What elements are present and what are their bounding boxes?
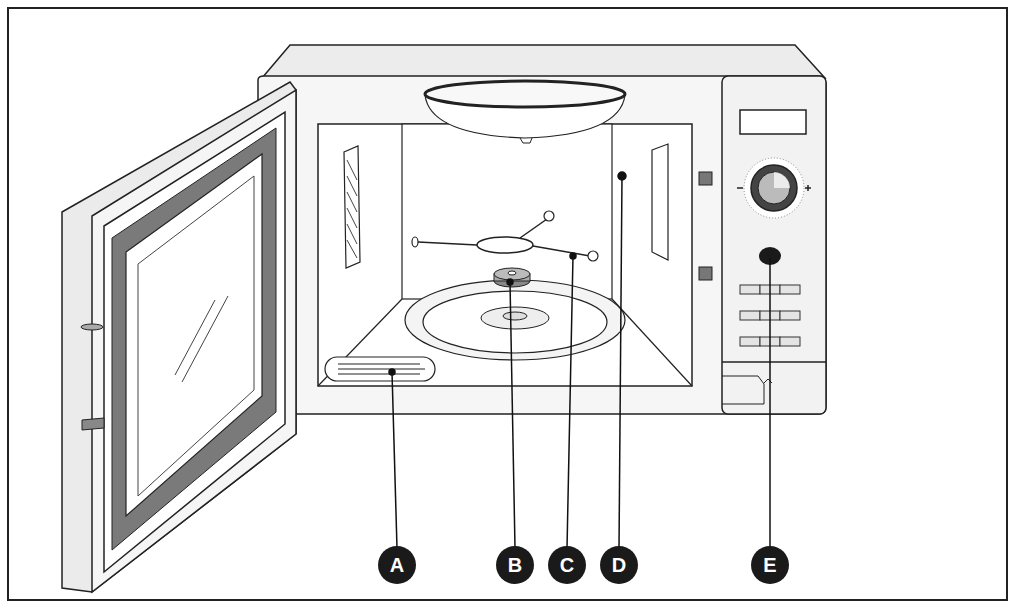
release-arrow — [764, 379, 772, 383]
roller-arm — [520, 219, 547, 238]
plate-foot — [520, 138, 532, 143]
floor-hub-center — [503, 312, 527, 320]
door-seal — [112, 128, 276, 550]
roller-ring — [477, 237, 533, 253]
callout-letter: E — [751, 546, 789, 584]
plus-mark — [807, 185, 809, 191]
glass-plate — [425, 81, 625, 107]
callout-letter: D — [600, 546, 638, 584]
callout-letter: B — [496, 546, 534, 584]
control-panel — [722, 76, 826, 414]
glass-reflection — [175, 300, 215, 375]
top-panel — [262, 45, 825, 78]
roller-arm — [418, 242, 477, 245]
body-front — [258, 76, 826, 414]
callout-letter: C — [548, 546, 586, 584]
wall-vent — [344, 146, 360, 268]
minus-mark — [737, 187, 743, 189]
floor-ring-inner — [423, 291, 607, 353]
roller-wheel — [544, 211, 554, 221]
door-inner — [104, 112, 285, 572]
vent-slot — [338, 374, 420, 375]
display — [740, 110, 806, 134]
vent-slot — [338, 369, 425, 370]
door-latch — [82, 418, 104, 430]
cavity-edge — [612, 299, 692, 386]
callout-letter: A — [378, 546, 416, 584]
vent-slot — [338, 364, 420, 365]
door-window — [126, 154, 262, 516]
window-glass — [138, 176, 254, 496]
roller-arm — [533, 246, 590, 256]
interlock-hole — [699, 267, 712, 280]
vent — [325, 357, 435, 381]
coupler-hole — [508, 271, 516, 275]
glass-reflection — [182, 296, 228, 382]
leader-lines — [389, 172, 770, 548]
vent-slats — [347, 160, 357, 258]
door-edge — [62, 82, 296, 592]
waveguide-cover — [652, 144, 668, 260]
knob-scale — [744, 158, 804, 218]
floor-hub — [481, 307, 549, 329]
knob-center — [758, 172, 790, 204]
knob-highlight — [774, 172, 790, 188]
door-latch — [81, 324, 103, 330]
floor-ring — [405, 280, 625, 360]
interlock-hole — [699, 172, 712, 185]
panel-divider — [722, 361, 826, 363]
roller-wheel — [588, 251, 598, 261]
frame — [8, 8, 1007, 600]
knob — [751, 165, 797, 211]
door — [92, 90, 296, 592]
roller-wheel — [412, 237, 418, 247]
cavity-back — [402, 124, 612, 299]
door-release — [722, 376, 764, 404]
cavity-opening — [318, 124, 692, 386]
coupler-top — [494, 268, 530, 280]
